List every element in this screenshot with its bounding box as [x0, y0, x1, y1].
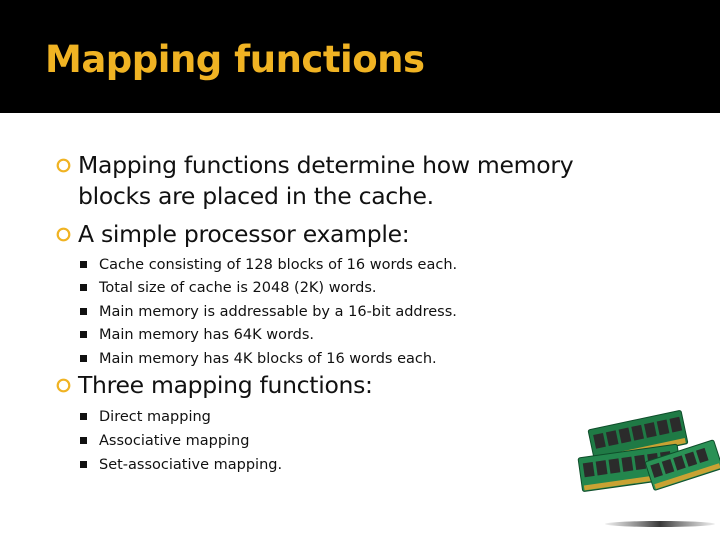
bullet-text-3: Three mapping functions:	[78, 371, 373, 399]
memory-modules-image	[577, 410, 720, 527]
circle-bullet-icon	[56, 158, 71, 173]
square-bullet-icon	[80, 331, 87, 338]
square-bullet-icon	[80, 308, 87, 315]
square-bullet-icon	[80, 461, 87, 468]
bullet-text-1b: blocks are placed in the cache.	[78, 182, 434, 210]
title-bar: Mapping functions	[0, 0, 720, 113]
slide-title: Mapping functions	[45, 38, 425, 81]
bullet-text-2: A simple processor example:	[78, 220, 410, 248]
circle-bullet-icon	[56, 378, 71, 393]
bullet-item-2: A simple processor example:	[56, 219, 410, 250]
square-bullet-icon	[80, 413, 87, 420]
circle-bullet-icon	[56, 227, 71, 242]
square-bullet-icon	[80, 261, 87, 268]
square-bullet-icon	[80, 284, 87, 291]
square-bullet-icon	[80, 355, 87, 362]
bullet-item-1: Mapping functions determine how memory b…	[56, 150, 574, 212]
bullet-text-1a: Mapping functions determine how memory	[78, 151, 574, 179]
bullet-item-3: Three mapping functions:	[56, 370, 373, 401]
square-bullet-icon	[80, 437, 87, 444]
